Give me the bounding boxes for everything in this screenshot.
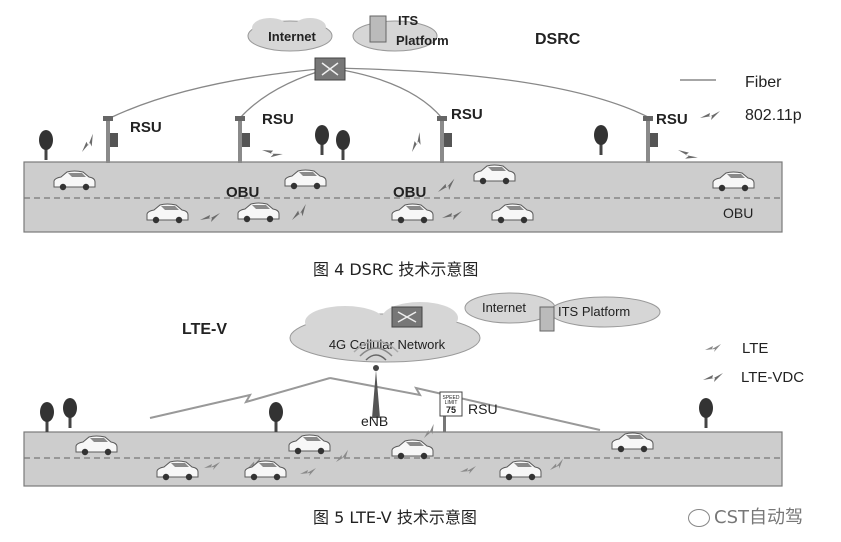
its-platform-label-2: Platform: [396, 33, 449, 48]
dsrc-legend: Fiber 802.11p: [680, 74, 802, 124]
legend-lte: LTE: [742, 340, 768, 357]
signal-icon: [261, 143, 283, 162]
legend-fiber: Fiber: [745, 74, 782, 91]
figure-4-caption: 图 4 DSRC 技术示意图: [313, 260, 479, 279]
tree-icon: [63, 398, 77, 428]
obu-label: OBU: [393, 184, 426, 201]
rsu-label: RSU: [656, 111, 688, 128]
internet-cloud-dsrc: Internet: [247, 18, 333, 52]
speed-sign-icon: SPEED LIMIT 75: [439, 391, 463, 434]
internet-cloud-ltev: Internet: [464, 292, 556, 324]
fiber-links: [109, 67, 651, 119]
svg-text:75: 75: [446, 405, 456, 415]
server-icon: [369, 15, 387, 43]
ltev-panel: 4G Cellular Network Internet ITS Platfor…: [23, 292, 804, 487]
rsu-icon: [437, 116, 452, 163]
tree-icon: [269, 402, 283, 432]
rsu-label: RSU: [451, 106, 483, 123]
signal-icon: [77, 133, 99, 154]
road-ltev: [23, 431, 783, 487]
rsu-label: RSU: [130, 119, 162, 136]
enb-tower-icon: [353, 340, 399, 418]
tree-icon: [336, 130, 350, 160]
its-platform-ltev: ITS Platform: [539, 296, 661, 332]
rsu-label: RSU: [468, 401, 498, 417]
rsu-label: RSU: [262, 111, 294, 128]
wechat-icon: [688, 509, 710, 527]
svg-text:SPEED: SPEED: [443, 395, 460, 401]
its-platform-label: ITS Platform: [558, 304, 630, 319]
its-platform-dsrc: ITS Platform: [352, 13, 449, 52]
lte-vdc-legend-icon: [703, 373, 723, 382]
enb-label: eNB: [361, 413, 388, 429]
tree-icon: [40, 402, 54, 432]
ltev-title: LTE-V: [182, 321, 227, 338]
signal-icon: [406, 132, 427, 154]
obu-label: OBU: [723, 205, 753, 221]
legend-lte-vdc: LTE-VDC: [741, 369, 804, 386]
tree-icon: [699, 398, 713, 428]
obu-label: OBU: [226, 184, 259, 201]
legend-802-11p: 802.11p: [745, 107, 802, 124]
wireless-legend-icon: [700, 111, 720, 120]
tree-icon: [594, 125, 608, 155]
figure-5-caption: 图 5 LTE-V 技术示意图: [313, 508, 477, 527]
server-icon: [539, 306, 555, 332]
internet-label: Internet: [268, 29, 316, 44]
ltev-legend: LTE LTE-VDC: [703, 340, 804, 386]
signal-icon: [149, 377, 331, 419]
svg-text:LIMIT: LIMIT: [445, 400, 458, 406]
watermark: CST自动驾: [688, 503, 803, 529]
lte-legend-icon: [705, 344, 721, 352]
watermark-label: CST自动驾: [714, 507, 803, 528]
tree-icon: [39, 130, 53, 160]
cellular-cloud: 4G Cellular Network: [289, 302, 481, 363]
switch-icon: [314, 57, 346, 81]
internet-label: Internet: [482, 300, 526, 315]
its-platform-label-1: ITS: [398, 13, 419, 28]
dsrc-panel: Internet ITS Platform DSRC Fiber 802.11p: [23, 13, 802, 233]
rsu-icon: [103, 116, 118, 163]
tree-icon: [315, 125, 329, 155]
dsrc-title: DSRC: [535, 31, 581, 48]
rsu-icon: [235, 116, 250, 163]
